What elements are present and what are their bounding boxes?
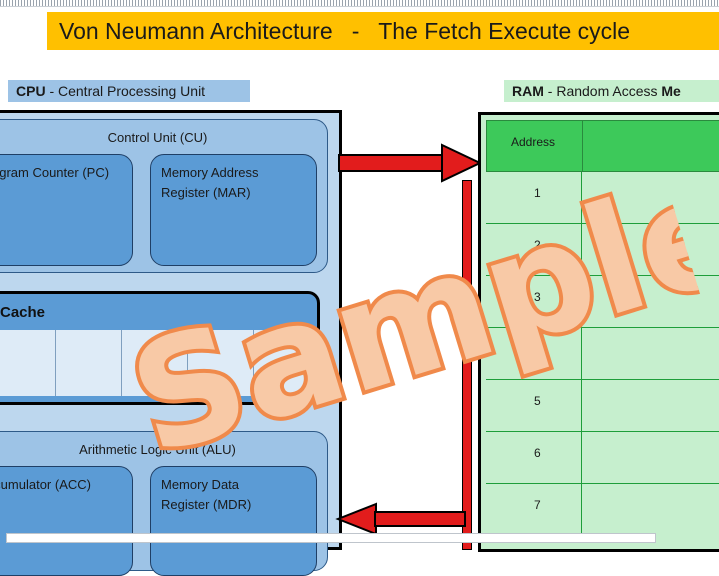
ram-label-rest: - Random Access bbox=[543, 83, 662, 99]
cpu-label-rest: - Central Processing Unit bbox=[45, 83, 206, 99]
ram-label-bold: RAM bbox=[512, 83, 544, 99]
control-unit-title: Control Unit (CU) bbox=[107, 130, 208, 145]
data-bus-arrowhead bbox=[335, 502, 377, 536]
control-unit: Control Unit (CU) Program Counter (PC) M… bbox=[0, 119, 328, 273]
mar-register: Memory Address Register (MAR) bbox=[150, 154, 317, 266]
cache-cell bbox=[122, 330, 188, 396]
ram-label-bold-2: Me bbox=[661, 83, 681, 99]
ram-data-cell bbox=[582, 224, 719, 275]
ram-row: 3 bbox=[486, 276, 719, 328]
cpu-label-bold: CPU bbox=[16, 83, 46, 99]
ram-row: 5 bbox=[486, 380, 719, 432]
address-bus-arrowhead bbox=[441, 143, 483, 183]
ram-table: Address 1 2 3 4 5 6 7 bbox=[478, 112, 719, 552]
ram-data-cell bbox=[582, 276, 719, 327]
ram-row: 1 bbox=[486, 172, 719, 224]
accumulator-label: Accumulator (ACC) bbox=[0, 477, 91, 492]
ram-address: 3 bbox=[486, 276, 582, 327]
ram-address: 6 bbox=[486, 432, 582, 483]
ram-address: 1 bbox=[486, 172, 582, 223]
ram-address: 5 bbox=[486, 380, 582, 431]
accumulator-register: Accumulator (ACC) bbox=[0, 466, 133, 576]
ram-address: 4 bbox=[486, 328, 582, 379]
ram-data-cell bbox=[582, 172, 719, 223]
cache-cell bbox=[188, 330, 254, 396]
ram-address-header: Address bbox=[487, 121, 583, 171]
mdr-label-line1: Memory Data bbox=[161, 477, 240, 492]
cache-cell bbox=[0, 330, 56, 396]
ram-section-label: RAM - Random Access Me bbox=[504, 80, 719, 102]
ram-address: 7 bbox=[486, 484, 582, 536]
mar-label-line1: Memory Address bbox=[161, 165, 259, 180]
mdr-label-line2: Register (MDR) bbox=[161, 497, 252, 512]
page-title: Von Neumann Architecture - The Fetch Exe… bbox=[47, 12, 719, 50]
ram-data-cell bbox=[582, 432, 719, 483]
ram-row: 7 bbox=[486, 484, 719, 536]
ram-table-header: Address bbox=[486, 120, 719, 172]
cache-cell bbox=[56, 330, 122, 396]
bottom-scroll-strip[interactable] bbox=[6, 533, 656, 543]
cache-title: Cache bbox=[0, 304, 46, 321]
ram-data-cell bbox=[582, 380, 719, 431]
data-bus-bar bbox=[462, 180, 472, 550]
ram-data-cell bbox=[582, 328, 719, 379]
ram-row: 4 bbox=[486, 328, 719, 380]
cache-block: Cache bbox=[0, 291, 320, 405]
cpu-block: Control Unit (CU) Program Counter (PC) M… bbox=[0, 110, 342, 576]
program-counter-label: Program Counter (PC) bbox=[0, 165, 110, 180]
address-bus-arrow-shaft bbox=[338, 154, 444, 172]
alu-unit: Arithmetic Logic Unit (ALU) Accumulator … bbox=[0, 431, 328, 576]
program-counter-register: Program Counter (PC) bbox=[0, 154, 133, 266]
top-ruler-strip bbox=[0, 0, 719, 7]
cache-cell bbox=[254, 330, 310, 396]
mar-label-line2: Register (MAR) bbox=[161, 185, 251, 200]
ram-row: 6 bbox=[486, 432, 719, 484]
ram-address: 2 bbox=[486, 224, 582, 275]
mdr-register: Memory Data Register (MDR) bbox=[150, 466, 317, 576]
cpu-section-label: CPU - Central Processing Unit bbox=[8, 80, 250, 102]
ram-data-cell bbox=[582, 484, 719, 536]
ram-row: 2 bbox=[486, 224, 719, 276]
data-bus-arrow-shaft bbox=[374, 511, 466, 527]
alu-title: Arithmetic Logic Unit (ALU) bbox=[79, 442, 236, 457]
